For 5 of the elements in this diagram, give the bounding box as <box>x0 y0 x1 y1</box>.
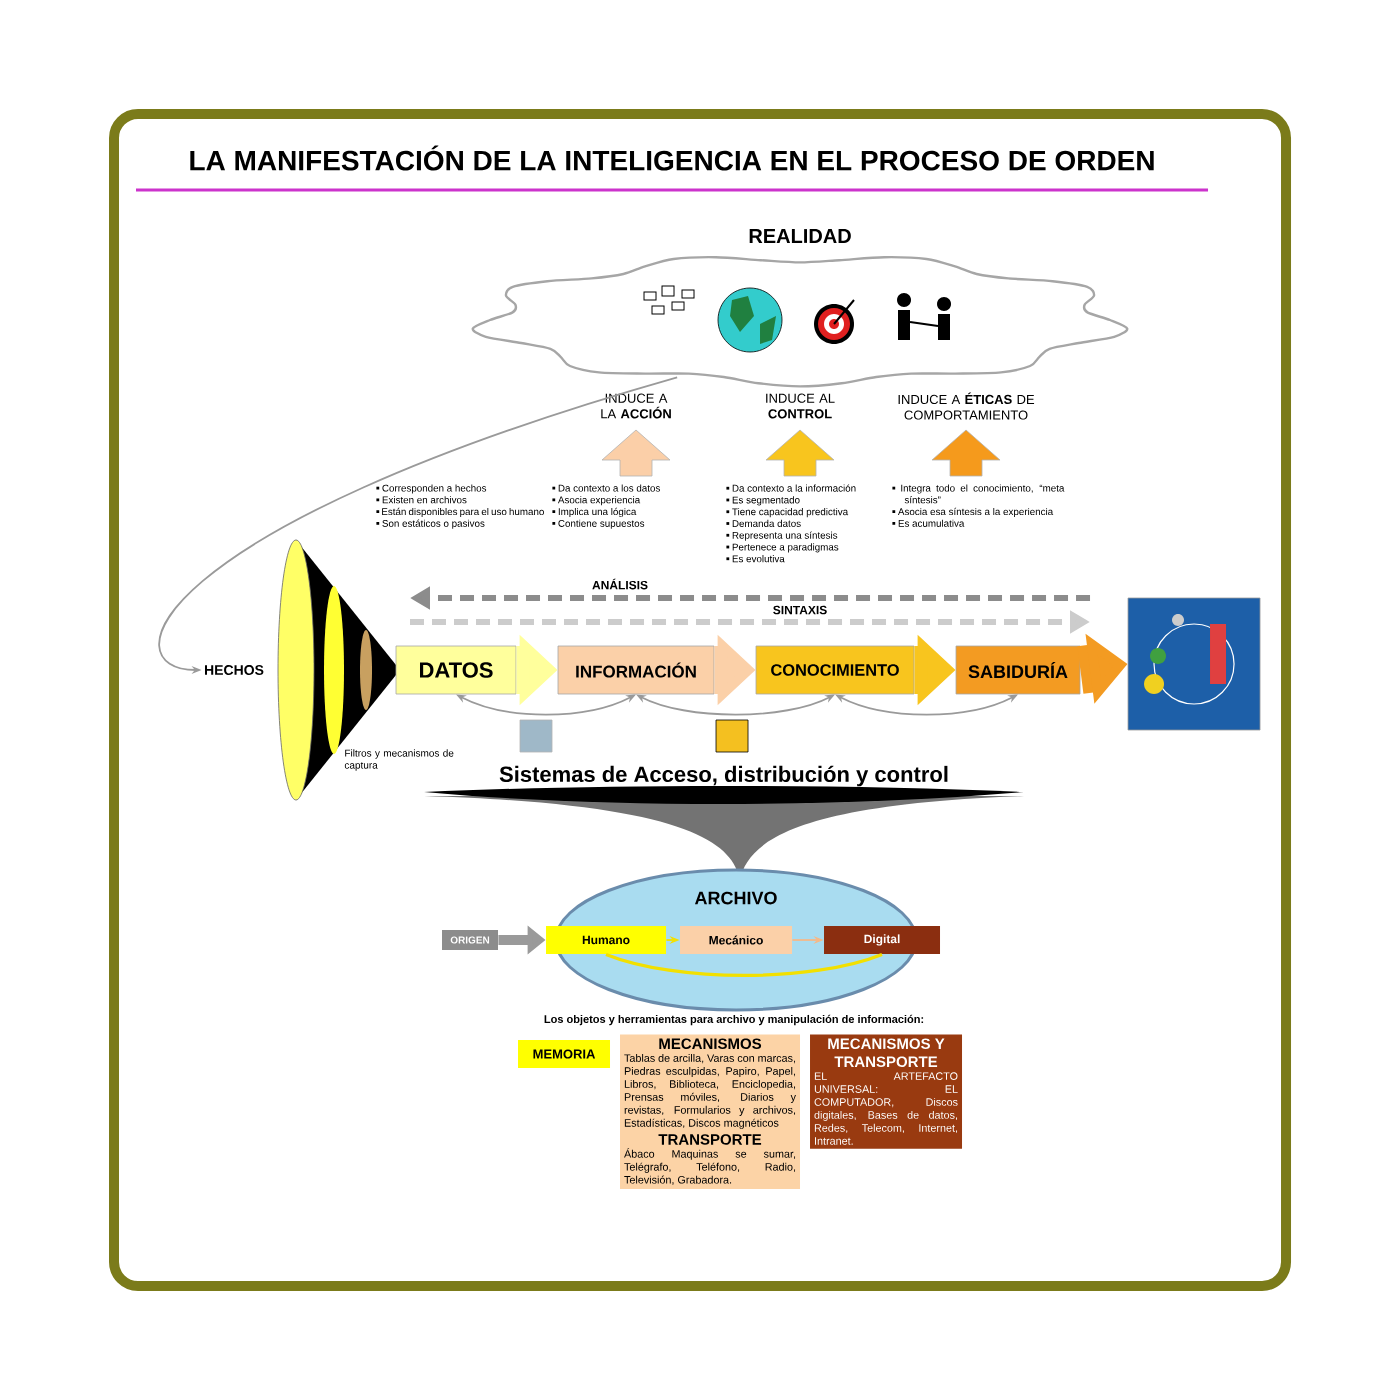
title: LA MANIFESTACIÓN DE LA INTELIGENCIA EN EL PROCESO DE ORDEN <box>190 145 1154 171</box>
network-picture <box>1127 597 1261 731</box>
stage-box: SABIDURÍA <box>955 645 1081 695</box>
label: Sistemas de Acceso, distribución y control <box>499 765 948 787</box>
heading: REALIDAD <box>749 229 851 243</box>
